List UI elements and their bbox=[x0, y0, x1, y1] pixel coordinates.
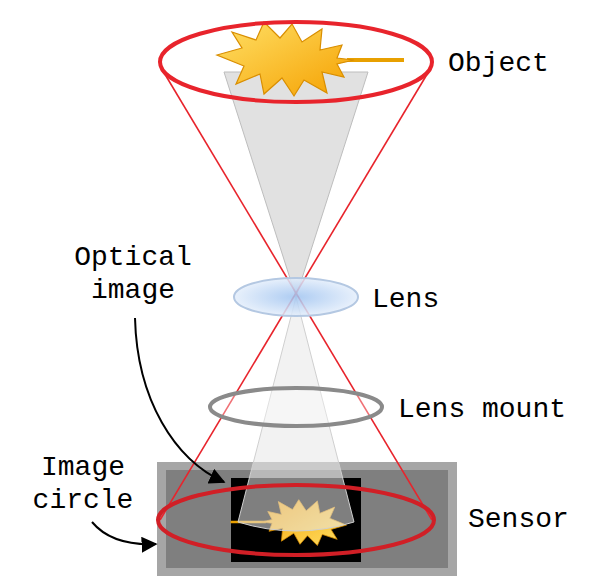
leader-arrow bbox=[92, 522, 156, 544]
lens-shape bbox=[234, 278, 358, 316]
part-label: Image circle bbox=[12, 451, 154, 517]
object-leaf bbox=[217, 22, 404, 96]
leader-arrow bbox=[135, 318, 224, 482]
part-label: Optical image bbox=[48, 241, 218, 307]
part-label: Lens bbox=[372, 283, 492, 316]
lens-mount-ring bbox=[210, 388, 382, 426]
object-circle bbox=[160, 22, 432, 102]
part-label: Lens mount bbox=[398, 393, 588, 426]
light-cone-upper bbox=[224, 72, 368, 297]
image-circle bbox=[158, 485, 434, 555]
part-label: Sensor bbox=[468, 503, 588, 536]
part-label: Object bbox=[448, 47, 588, 80]
